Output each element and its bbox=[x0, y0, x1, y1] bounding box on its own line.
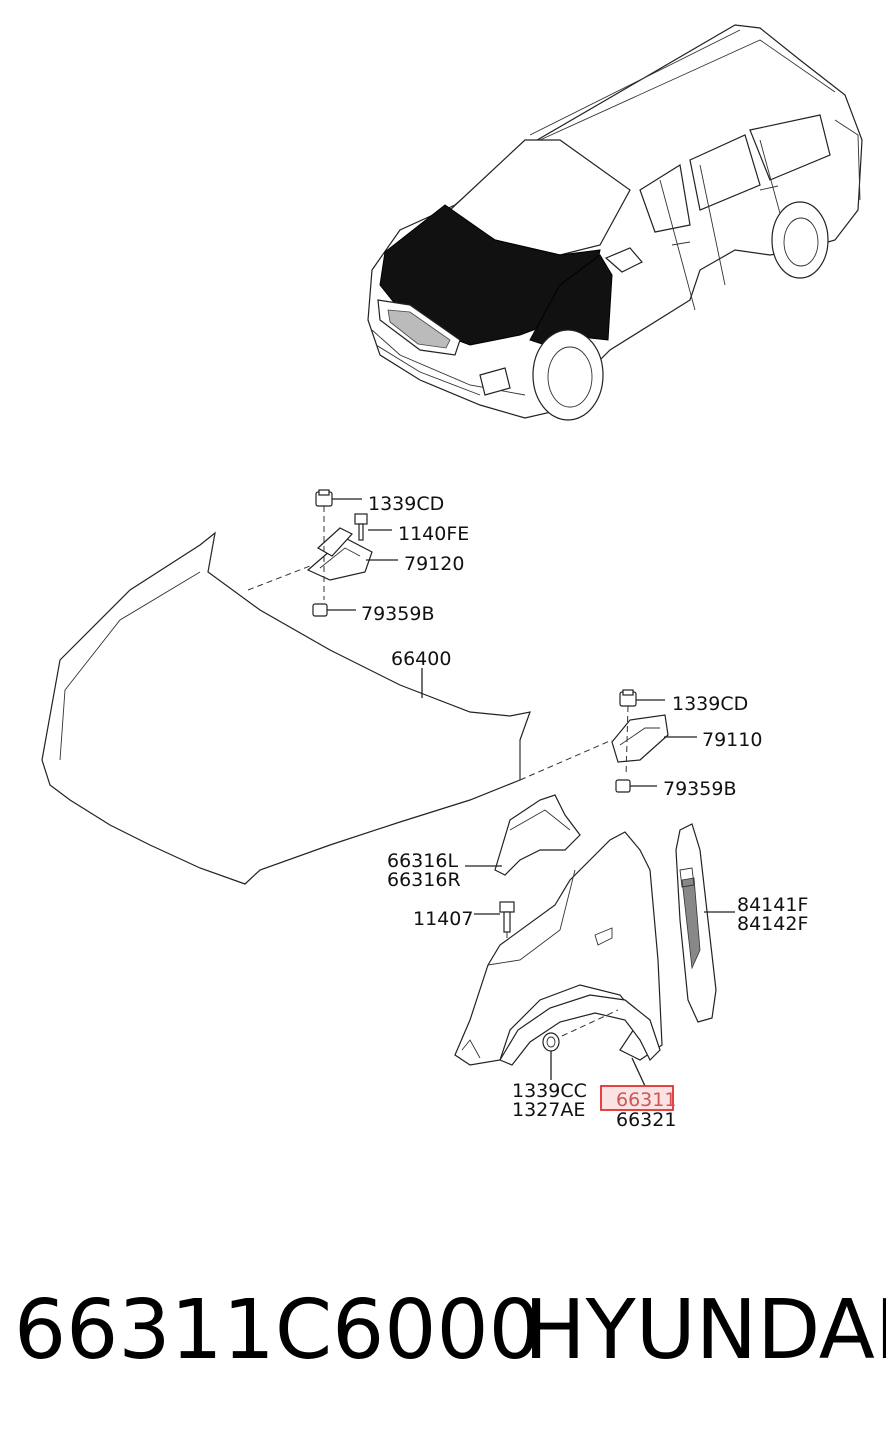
label-66321: 66321 bbox=[616, 1109, 676, 1131]
label-1339cc: 1339CC bbox=[512, 1080, 587, 1102]
fender-garnish-84141f bbox=[675, 823, 717, 1023]
label-1327ae: 1327AE bbox=[512, 1099, 585, 1121]
nut-1339cd-upper bbox=[315, 489, 333, 507]
front-fender bbox=[454, 831, 663, 1066]
brand-name: HYUNDAI bbox=[524, 1283, 886, 1378]
label-84141f: 84141F bbox=[737, 894, 808, 916]
label-79110: 79110 bbox=[702, 729, 762, 751]
label-66311: 66311 bbox=[616, 1089, 676, 1111]
wheel-arch-molding bbox=[499, 994, 661, 1066]
label-1339cd-lower: 1339CD bbox=[672, 693, 748, 715]
clip-1339cc bbox=[542, 1032, 560, 1052]
label-11407: 11407 bbox=[413, 908, 473, 930]
label-66316l: 66316L bbox=[387, 850, 458, 872]
nut-79359b-upper bbox=[312, 603, 328, 617]
fender-bracket-66316 bbox=[494, 794, 581, 876]
label-1140fe: 1140FE bbox=[398, 523, 469, 545]
label-1339cd-upper: 1339CD bbox=[368, 493, 444, 515]
label-79359b-lower: 79359B bbox=[663, 778, 736, 800]
bolt-11407 bbox=[499, 901, 515, 933]
label-66316r: 66316R bbox=[387, 869, 461, 891]
bolt-1140fe bbox=[354, 513, 368, 541]
hood-panel-66400 bbox=[41, 531, 531, 885]
hinge-79110 bbox=[611, 714, 669, 763]
part-number: 66311C6000 bbox=[14, 1283, 541, 1378]
nut-1339cd-lower bbox=[619, 689, 637, 707]
vehicle-illustration bbox=[367, 24, 863, 421]
highlight-box-66311 bbox=[600, 1085, 674, 1111]
label-79359b-upper: 79359B bbox=[361, 603, 434, 625]
label-66400: 66400 bbox=[391, 648, 451, 670]
nut-79359b-lower bbox=[615, 779, 631, 793]
label-79120: 79120 bbox=[404, 553, 464, 575]
label-84142f: 84142F bbox=[737, 913, 808, 935]
